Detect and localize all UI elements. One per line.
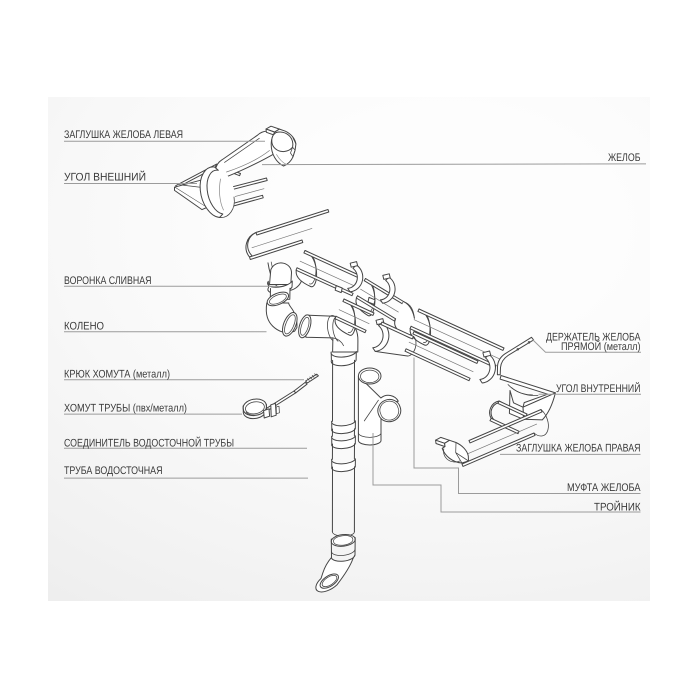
svg-text:ЖЕЛОБ: ЖЕЛОБ	[608, 152, 641, 164]
svg-text:КОЛЕНО: КОЛЕНО	[64, 320, 104, 332]
svg-text:ДЕРЖАТЕЛЬ ЖЕЛОБА: ДЕРЖАТЕЛЬ ЖЕЛОБА	[546, 331, 641, 343]
svg-text:УГОЛ ВНУТРЕННИЙ: УГОЛ ВНУТРЕННИЙ	[556, 382, 641, 395]
svg-text:КРЮК ХОМУТА (металл): КРЮК ХОМУТА (металл)	[64, 368, 170, 380]
svg-text:ЗАГЛУШКА ЖЕЛОБА ЛЕВАЯ: ЗАГЛУШКА ЖЕЛОБА ЛЕВАЯ	[64, 129, 183, 141]
svg-text:ХОМУТ ТРУБЫ (пвх/металл): ХОМУТ ТРУБЫ (пвх/металл)	[64, 403, 187, 415]
svg-text:МУФТА ЖЕЛОБА: МУФТА ЖЕЛОБА	[567, 482, 641, 494]
svg-text:СОЕДИНИТЕЛЬ ВОДОСТОЧНОЙ ТРУБЫ: СОЕДИНИТЕЛЬ ВОДОСТОЧНОЙ ТРУБЫ	[64, 437, 234, 450]
svg-text:ВОРОНКА СЛИВНАЯ: ВОРОНКА СЛИВНАЯ	[64, 275, 152, 287]
svg-text:ПРЯМОЙ (металл): ПРЯМОЙ (металл)	[561, 340, 641, 353]
svg-text:ЗАГЛУШКА ЖЕЛОБА ПРАВАЯ: ЗАГЛУШКА ЖЕЛОБА ПРАВАЯ	[516, 442, 641, 454]
svg-text:ТРУБА ВОДОСТОЧНАЯ: ТРУБА ВОДОСТОЧНАЯ	[64, 465, 163, 477]
svg-text:ТРОЙНИК: ТРОЙНИК	[594, 501, 641, 514]
svg-text:УГОЛ ВНЕШНИЙ: УГОЛ ВНЕШНИЙ	[64, 171, 146, 184]
